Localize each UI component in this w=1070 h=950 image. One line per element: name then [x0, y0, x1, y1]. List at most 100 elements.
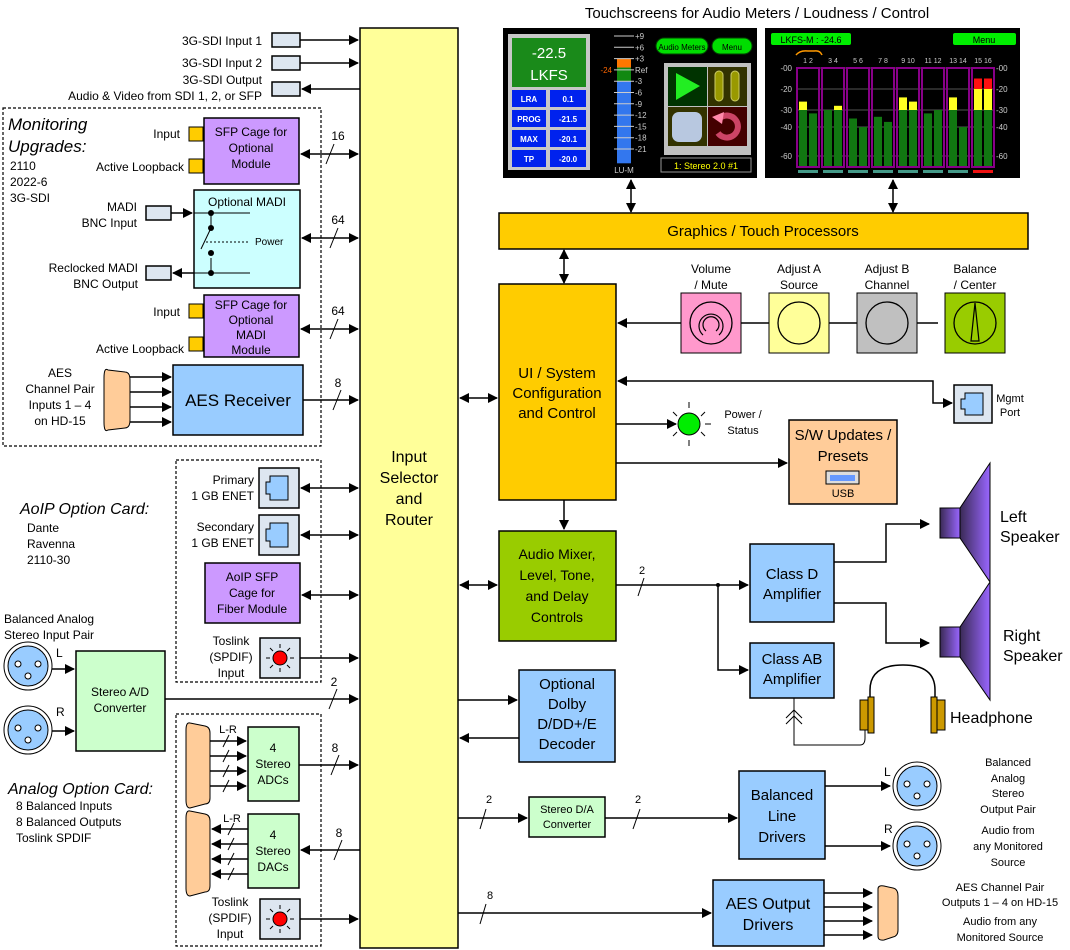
analog-toslink: Toslink (SPDIF) Input: [208, 895, 359, 941]
stereo-adcs: L-R 4 Stereo ADCs 8: [185, 722, 359, 809]
svg-text:Balanced: Balanced: [985, 757, 1031, 769]
channel-level-bar: [959, 127, 967, 166]
channel-level-bar: [874, 116, 882, 166]
stat-value-box: [550, 130, 586, 147]
graphics-label: Graphics / Touch Processors: [667, 223, 858, 240]
meter-tick-label: -9: [635, 100, 643, 109]
knob-body[interactable]: [856, 292, 918, 354]
stat-value-box: [550, 90, 586, 107]
mgmt-port[interactable]: [953, 384, 993, 424]
channel-peak-bar: [974, 89, 982, 110]
meter-tick-label: +3: [635, 55, 645, 64]
svg-text:Class D: Class D: [766, 566, 819, 583]
stat-value-box: [550, 110, 586, 127]
xlr-left-input: [3, 641, 53, 691]
channel-level-bar: [824, 110, 832, 166]
svg-text:8: 8: [336, 826, 343, 840]
channel-meters-touchscreen: LKFS-M : -24.6 Menu -00-00-20-20-30-30-4…: [765, 28, 1020, 178]
meter-tick-label: -15: [635, 122, 647, 131]
svg-text:Audio Meters: Audio Meters: [658, 43, 705, 52]
svg-text:Optional MADI: Optional MADI: [208, 195, 286, 209]
knob-body[interactable]: [768, 292, 830, 354]
scale-label-left: -30: [780, 106, 792, 115]
svg-text:L: L: [884, 765, 891, 779]
menu-button-2[interactable]: [953, 33, 1016, 45]
svg-text:Dolby: Dolby: [548, 696, 587, 713]
svg-text:8 Balanced Outputs: 8 Balanced Outputs: [16, 815, 121, 829]
svg-text:Mgmt: Mgmt: [996, 393, 1024, 405]
knob-dial: [953, 301, 997, 345]
loudness-meter-target: [617, 67, 631, 82]
channel-pair-frame: [971, 67, 995, 168]
knob-label: Source: [780, 278, 818, 292]
svg-text:MADI: MADI: [107, 200, 137, 214]
xlr-right-input: [3, 705, 53, 755]
channel-pair-label: 7 8: [878, 58, 888, 65]
svg-text:on HD-15: on HD-15: [34, 414, 86, 428]
knob-dial: [865, 301, 909, 345]
svg-text:Status: Status: [727, 425, 759, 437]
channel-level-bar: [799, 110, 807, 166]
svg-text:3G-SDI Output: 3G-SDI Output: [183, 73, 263, 87]
channel-pair-label: 1 2: [803, 58, 813, 65]
svg-text:Outputs 1 – 4 on HD-15: Outputs 1 – 4 on HD-15: [942, 897, 1058, 909]
knob-4[interactable]: Balance/ Center: [944, 262, 1006, 354]
dolby-decoder: [518, 669, 616, 763]
channel-pair-label: 15 16: [974, 58, 992, 65]
scale-label-right: -20: [996, 85, 1008, 94]
knob-1[interactable]: Volume/ Mute: [680, 262, 742, 354]
svg-text:Stereo A/D: Stereo A/D: [91, 685, 149, 699]
svg-text:2110-30: 2110-30: [27, 553, 70, 567]
audio-meters-button[interactable]: [655, 37, 709, 55]
svg-text:and Delay: and Delay: [525, 588, 588, 604]
channel-peak-bar: [984, 89, 992, 110]
scale-label-left: -00: [780, 64, 792, 73]
stat-label: PROG: [517, 115, 541, 124]
balanced-line-drivers: [738, 770, 826, 860]
stat-label-box: [512, 130, 546, 147]
scale-label-left: -60: [780, 152, 792, 161]
channel-indicator: [798, 170, 818, 173]
knob-body[interactable]: [680, 292, 742, 354]
power-status-led: [672, 402, 711, 446]
svg-text:Input: Input: [217, 927, 244, 941]
svg-text:Toslink: Toslink: [213, 634, 251, 648]
meter-label: LU-M: [614, 166, 634, 175]
sw-updates-presets: S/W Updates / Presets USB: [788, 419, 898, 505]
svg-text:Audio from any: Audio from any: [963, 916, 1037, 928]
channel-level-bar: [849, 118, 857, 166]
svg-text:Speaker: Speaker: [1003, 648, 1063, 665]
svg-text:Monitored Source: Monitored Source: [957, 932, 1044, 944]
svg-text:Router: Router: [385, 512, 434, 529]
svg-text:Audio & Video from SDI 1, 2, o: Audio & Video from SDI 1, 2, or SFP: [68, 89, 262, 103]
svg-text:AES Receiver: AES Receiver: [185, 391, 291, 410]
svg-text:Menu: Menu: [722, 43, 742, 52]
svg-text:Module: Module: [231, 343, 271, 357]
sfp1-input-port: [188, 126, 204, 142]
svg-text:Balanced: Balanced: [751, 787, 814, 804]
svg-text:64: 64: [331, 304, 345, 318]
hd15-input-connector: [103, 368, 131, 432]
channel-peak-bar: [899, 97, 907, 110]
svg-text:Upgrades:: Upgrades:: [8, 137, 87, 156]
channel-indicator: [898, 170, 918, 173]
stat-value: -21.5: [559, 115, 578, 124]
svg-text:Speaker: Speaker: [1000, 529, 1060, 546]
svg-text:Menu: Menu: [973, 35, 996, 45]
menu-button[interactable]: [711, 37, 753, 55]
balance-pointer-icon: [970, 302, 980, 342]
lkfs-readout: [771, 33, 851, 45]
headphone-icon: [859, 664, 946, 734]
svg-text:R: R: [884, 822, 893, 836]
channel-level-bar: [934, 110, 942, 166]
channel-level-bar: [924, 113, 932, 166]
svg-text:Headphone: Headphone: [950, 710, 1033, 727]
svg-text:LKFS-M : -24.6: LKFS-M : -24.6: [780, 35, 841, 45]
svg-text:(SPDIF): (SPDIF): [209, 650, 252, 664]
svg-text:Amplifier: Amplifier: [763, 671, 821, 688]
pause-button[interactable]: [708, 67, 747, 106]
sfp-cage-madi-module: SFP Cage for Optional MADI Module Input …: [96, 294, 359, 358]
channel-indicator: [823, 170, 843, 173]
